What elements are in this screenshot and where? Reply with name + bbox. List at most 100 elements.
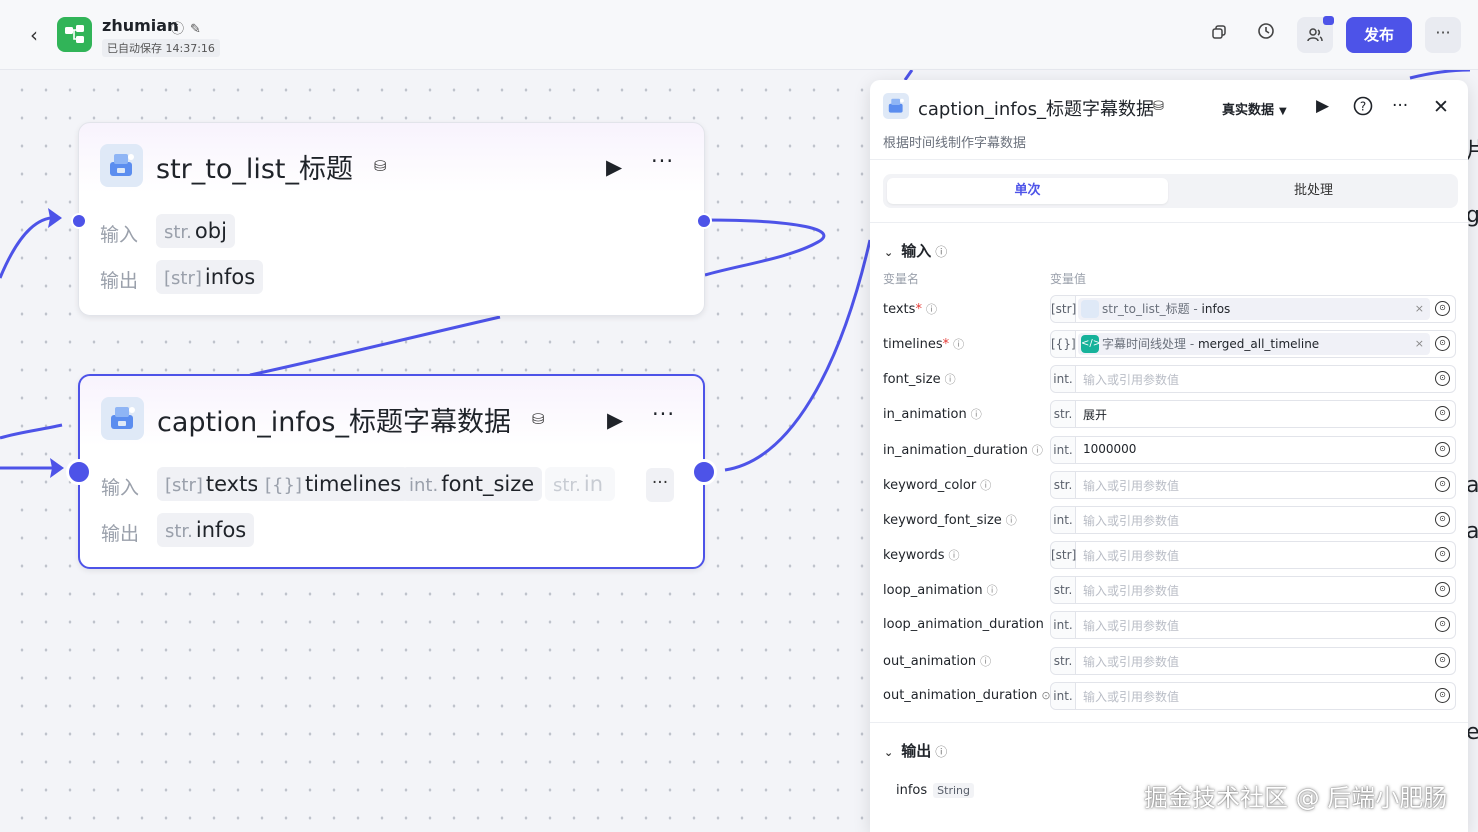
- top-bar: ‹ zhumian ⓘ ✎ 已自动保存 14:37:16 发布 ···: [0, 0, 1478, 70]
- plugin-badge-icon: ⛁: [374, 157, 387, 175]
- param-input[interactable]: 输入或引用参数值: [1083, 619, 1180, 633]
- reference-variable-icon[interactable]: ⊙: [1435, 617, 1450, 632]
- input-param-tag: [{}]timelines: [257, 467, 410, 501]
- more-params-button[interactable]: ···: [646, 468, 674, 502]
- info-icon: ⓘ: [935, 245, 948, 259]
- info-icon[interactable]: ⓘ: [171, 22, 185, 37]
- node1-input-port[interactable]: [71, 213, 87, 229]
- offscreen-node-text: a: [1466, 519, 1478, 544]
- param-name: loop_animation_duration: [883, 617, 1044, 632]
- more-icon[interactable]: ···: [652, 402, 676, 426]
- param-input[interactable]: 输入或引用参数值: [1083, 584, 1180, 598]
- tab-batch[interactable]: 批处理: [1293, 183, 1333, 198]
- panel-description: 根据时间线制作字幕数据: [883, 136, 1027, 151]
- param-input[interactable]: 输入或引用参数值: [1083, 690, 1180, 704]
- param-out-animation-duration-field[interactable]: int. 输入或引用参数值 ⊙: [1050, 682, 1456, 710]
- param-loop-animation-field[interactable]: str. 输入或引用参数值 ⊙: [1050, 576, 1456, 604]
- input-label: 输入: [100, 224, 139, 246]
- edge-loop-down: [249, 315, 501, 377]
- edge-top-1: [903, 70, 914, 81]
- node-test-panel: caption_infos_标题字幕数据 ⛁ 真实数据▼ ▶ ? ··· ✕ 根…: [870, 80, 1468, 832]
- variable-reference[interactable]: str_to_list_标题 - infos ×: [1078, 298, 1430, 320]
- info-icon: ⓘ: [1005, 514, 1017, 527]
- reference-variable-icon[interactable]: ⊙: [1435, 582, 1450, 597]
- code-node-icon: [1081, 300, 1099, 318]
- param-input[interactable]: 输入或引用参数值: [1083, 479, 1180, 493]
- info-icon: ⓘ: [953, 338, 965, 351]
- node-str-to-list[interactable]: str_to_list_标题 ⛁ ▶ ··· 输入 str.obj 输出 [st…: [78, 122, 705, 316]
- param-name: timelines*ⓘ: [883, 337, 965, 352]
- param-keyword-font-size-field[interactable]: int. 输入或引用参数值 ⊙: [1050, 506, 1456, 534]
- reference-variable-icon[interactable]: ⊙: [1435, 406, 1450, 421]
- param-input[interactable]: 输入或引用参数值: [1083, 655, 1180, 669]
- edge-node1-to-node2: [704, 218, 826, 277]
- param-input[interactable]: 1000000: [1083, 442, 1137, 456]
- history-icon[interactable]: [1251, 20, 1281, 50]
- svg-text:?: ?: [1360, 100, 1366, 114]
- info-icon: ⓘ: [935, 745, 948, 759]
- param-font-size-field[interactable]: int. 输入或引用参数值 ⊙: [1050, 365, 1456, 393]
- node1-output-port[interactable]: [696, 213, 712, 229]
- offscreen-node-text: ge: [1466, 203, 1478, 228]
- reference-variable-icon[interactable]: ⊙: [1435, 442, 1450, 457]
- param-input[interactable]: 输入或引用参数值: [1083, 514, 1180, 528]
- param-out-animation-field[interactable]: str. 输入或引用参数值 ⊙: [1050, 647, 1456, 675]
- run-icon[interactable]: ▶: [607, 408, 624, 432]
- offscreen-node-text: a: [1466, 473, 1478, 498]
- reference-variable-icon[interactable]: ⊙: [1435, 336, 1450, 351]
- offscreen-node-text: e: [1466, 720, 1478, 745]
- variable-reference[interactable]: </> 字幕时间线处理 - merged_all_timeline ×: [1078, 333, 1430, 355]
- edit-icon[interactable]: ✎: [190, 22, 201, 37]
- reference-variable-icon[interactable]: ⊙: [1435, 301, 1450, 316]
- reference-variable-icon[interactable]: ⊙: [1435, 547, 1450, 562]
- param-keywords-field[interactable]: [str] 输入或引用参数值 ⊙: [1050, 541, 1456, 569]
- param-in-animation-field[interactable]: str. 展开 ⊙: [1050, 400, 1456, 428]
- close-icon[interactable]: ✕: [1433, 96, 1449, 118]
- chevron-left-icon[interactable]: ‹: [30, 23, 38, 47]
- param-in-animation-duration-field[interactable]: int. 1000000 ⊙: [1050, 436, 1456, 464]
- param-input[interactable]: 输入或引用参数值: [1083, 549, 1180, 563]
- reference-variable-icon[interactable]: ⊙: [1435, 477, 1450, 492]
- info-icon: ⓘ: [970, 408, 982, 421]
- param-texts-field[interactable]: [str] str_to_list_标题 - infos × ⊙: [1050, 295, 1456, 323]
- clear-icon[interactable]: ×: [1414, 337, 1424, 350]
- tab-single[interactable]: 单次: [887, 178, 1168, 204]
- input-label: 输入: [101, 477, 140, 499]
- app-name: zhumian: [102, 16, 179, 35]
- reference-variable-icon[interactable]: ⊙: [1435, 512, 1450, 527]
- clear-icon[interactable]: ×: [1414, 302, 1424, 315]
- info-icon: ⓘ: [980, 655, 992, 668]
- info-icon: ⓘ: [944, 373, 956, 386]
- param-input[interactable]: 展开: [1083, 408, 1108, 422]
- input-param-tag: str.obj: [156, 214, 235, 248]
- help-icon[interactable]: ?: [1353, 96, 1373, 121]
- param-loop-animation-duration-field[interactable]: int. 输入或引用参数值 ⊙: [1050, 611, 1456, 639]
- param-timelines-field[interactable]: [{}] </> 字幕时间线处理 - merged_all_timeline ×…: [1050, 330, 1456, 358]
- info-icon: ⓘ: [986, 584, 998, 597]
- data-mode-select[interactable]: 真实数据▼: [1222, 103, 1287, 118]
- node-title: str_to_list_标题: [156, 154, 354, 185]
- run-icon[interactable]: ▶: [606, 155, 623, 179]
- param-input[interactable]: 输入或引用参数值: [1083, 373, 1180, 387]
- reference-variable-icon[interactable]: ⊙: [1435, 653, 1450, 668]
- node2-input-port[interactable]: [66, 459, 92, 485]
- info-icon: ⓘ: [948, 549, 960, 562]
- more-icon[interactable]: ···: [1425, 17, 1461, 53]
- code-node-icon: [883, 93, 909, 119]
- info-icon: ⓘ: [980, 479, 992, 492]
- more-icon[interactable]: ···: [651, 149, 675, 173]
- node2-output-port[interactable]: [691, 459, 717, 485]
- node-caption-infos[interactable]: caption_infos_标题字幕数据 ⛁ ▶ ··· 输入 [str]tex…: [78, 374, 705, 569]
- copy-icon[interactable]: [1204, 20, 1234, 50]
- autosave-status: 已自动保存 14:37:16: [102, 39, 220, 57]
- param-keyword-color-field[interactable]: str. 输入或引用参数值 ⊙: [1050, 471, 1456, 499]
- reference-variable-icon[interactable]: ⊙: [1435, 688, 1450, 703]
- publish-button[interactable]: 发布: [1346, 17, 1412, 53]
- output-label: 输出: [101, 523, 140, 545]
- run-icon[interactable]: ▶: [1316, 96, 1330, 116]
- reference-variable-icon[interactable]: ⊙: [1435, 371, 1450, 386]
- more-icon[interactable]: ···: [1392, 96, 1409, 116]
